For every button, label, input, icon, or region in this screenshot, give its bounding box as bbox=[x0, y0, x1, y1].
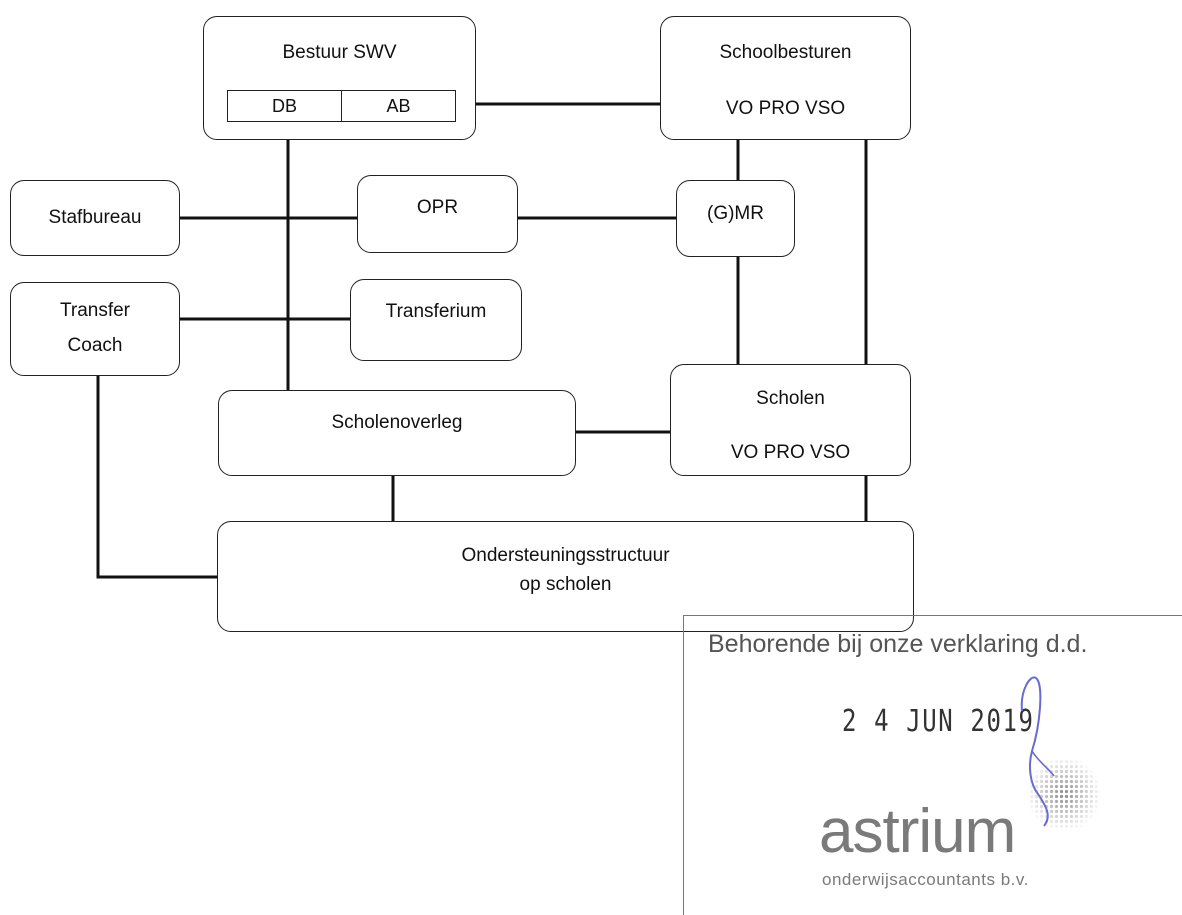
scholen-title: Scholen bbox=[756, 388, 825, 409]
gmr-box: (G)MR bbox=[676, 180, 795, 257]
stamp-heading: Behorende bij onze verklaring d.d. bbox=[708, 630, 1088, 658]
signature-icon bbox=[1020, 676, 1055, 827]
transfer-coach-line2: Coach bbox=[67, 335, 123, 356]
transferium-title: Transferium bbox=[385, 301, 487, 322]
transfer-coach-box: Transfer Coach bbox=[10, 282, 180, 376]
db-label: DB bbox=[271, 96, 297, 116]
stamp-date: 2 4 JUN 2019 bbox=[842, 704, 1035, 739]
stafbureau-title: Stafbureau bbox=[48, 207, 142, 228]
ab-label: AB bbox=[341, 91, 455, 121]
scholen-box: Scholen VO PRO VSO bbox=[670, 364, 911, 476]
stafbureau-box: Stafbureau bbox=[10, 180, 180, 256]
bestuur-swv-subdivision: DB AB bbox=[227, 90, 456, 122]
schoolbesturen-box: Schoolbesturen VO PRO VSO bbox=[660, 16, 911, 140]
scholenoverleg-title: Scholenoverleg bbox=[331, 412, 463, 433]
schoolbesturen-sub: VO PRO VSO bbox=[725, 98, 846, 119]
bestuur-swv-box: Bestuur SWV DB AB bbox=[203, 16, 476, 140]
scholen-sub: VO PRO VSO bbox=[730, 442, 851, 463]
astrium-logo: astrium bbox=[819, 797, 1016, 866]
auditor-stamp: Behorende bij onze verklaring d.d. 2 4 J… bbox=[683, 615, 1182, 915]
opr-title: OPR bbox=[416, 197, 459, 218]
transfer-coach-line1: Transfer bbox=[59, 300, 131, 321]
astrium-logo-subtitle: onderwijsaccountants b.v. bbox=[822, 870, 1029, 889]
ondersteuning-line1: Ondersteuningsstructuur bbox=[461, 545, 670, 566]
opr-box: OPR bbox=[357, 175, 518, 253]
line-transfercoach-ondersteuning bbox=[96, 376, 217, 579]
gmr-title: (G)MR bbox=[707, 203, 764, 224]
schoolbesturen-title: Schoolbesturen bbox=[719, 42, 852, 63]
ondersteuning-line2: op scholen bbox=[519, 574, 612, 595]
scholenoverleg-box: Scholenoverleg bbox=[218, 390, 576, 476]
transferium-box: Transferium bbox=[350, 279, 522, 361]
ondersteuning-box: Ondersteuningsstructuur op scholen bbox=[217, 521, 914, 632]
bestuur-swv-title: Bestuur SWV bbox=[282, 42, 397, 63]
